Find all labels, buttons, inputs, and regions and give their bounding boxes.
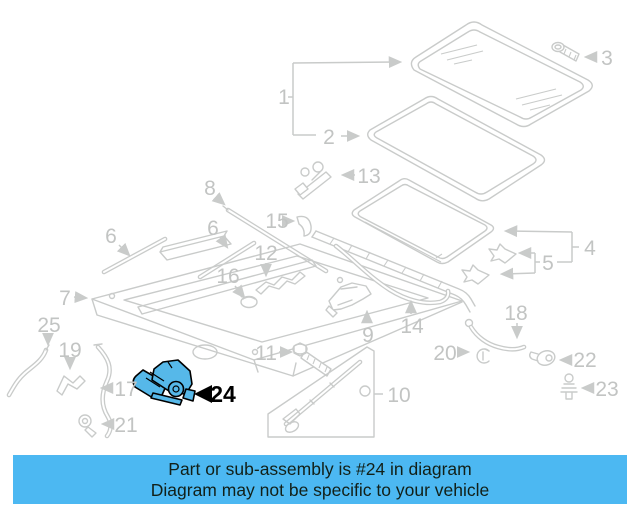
part-label-23: 23 — [595, 378, 618, 401]
sunroof-frame — [91, 230, 463, 377]
info-banner: Part or sub-assembly is #24 in diagram D… — [13, 455, 627, 504]
part-label-12: 12 — [254, 242, 277, 265]
clip-part-15 — [296, 215, 312, 237]
part-label-18: 18 — [504, 302, 527, 325]
banner-line-1: Part or sub-assembly is #24 in diagram — [168, 458, 472, 479]
bracket-part-12 — [255, 271, 306, 295]
part-label-7: 7 — [59, 287, 71, 310]
bracket-part-13 — [294, 161, 332, 200]
part-label-19: 19 — [58, 339, 81, 362]
clip-part-5-lower — [461, 264, 490, 285]
part-label-11: 11 — [255, 342, 277, 365]
highlighted-part-24-motor — [132, 359, 196, 406]
bolt-part-11 — [292, 342, 332, 377]
hinge-part-9 — [325, 282, 372, 318]
grommet-part-16 — [236, 291, 258, 309]
clip-part-20 — [476, 348, 490, 364]
glass-reflection-lines — [440, 44, 563, 111]
part-label-8: 8 — [204, 177, 216, 200]
part-label-13: 13 — [357, 165, 380, 188]
rail-kit-box-part-10 — [267, 346, 375, 438]
part-label-15: 15 — [265, 210, 288, 233]
clip-part-19 — [56, 375, 86, 396]
glass-panel — [410, 21, 593, 128]
part-label-3: 3 — [601, 47, 613, 70]
part-label-17: 17 — [114, 378, 137, 401]
part-label-4: 4 — [584, 237, 596, 260]
callout-leaders — [42, 51, 598, 430]
part-label-20: 20 — [433, 342, 456, 365]
part-label-25: 25 — [37, 314, 60, 337]
clip-part-5-upper — [488, 243, 517, 264]
part-label-2: 2 — [323, 126, 335, 149]
sunshade-panel — [351, 178, 495, 265]
part-label-14: 14 — [400, 315, 424, 338]
hose-part-17 — [93, 343, 113, 439]
rear-rail — [311, 230, 476, 313]
grommet-part-22 — [529, 350, 556, 366]
part-label-24-highlighted: 24 — [210, 381, 236, 407]
glass-seal — [367, 95, 546, 202]
part-label-21: 21 — [114, 414, 137, 437]
part-label-6-right: 6 — [207, 217, 219, 240]
part-label-22: 22 — [573, 349, 596, 372]
guide-rail-6-left — [101, 236, 168, 275]
hose-part-18 — [464, 318, 527, 352]
bolt-part-3 — [551, 41, 580, 62]
part-label-5: 5 — [542, 252, 554, 275]
part-label-10: 10 — [387, 384, 410, 407]
valve-part-23 — [560, 373, 578, 400]
part-label-6-left: 6 — [105, 225, 117, 248]
hose-part-25 — [6, 344, 50, 398]
banner-line-2: Diagram may not be specific to your vehi… — [150, 479, 490, 500]
guide-rail-6-right — [197, 240, 257, 280]
part-label-16: 16 — [216, 265, 239, 288]
part-label-9: 9 — [362, 324, 374, 347]
pin-part-21 — [78, 414, 97, 438]
part-label-1: 1 — [278, 86, 290, 109]
